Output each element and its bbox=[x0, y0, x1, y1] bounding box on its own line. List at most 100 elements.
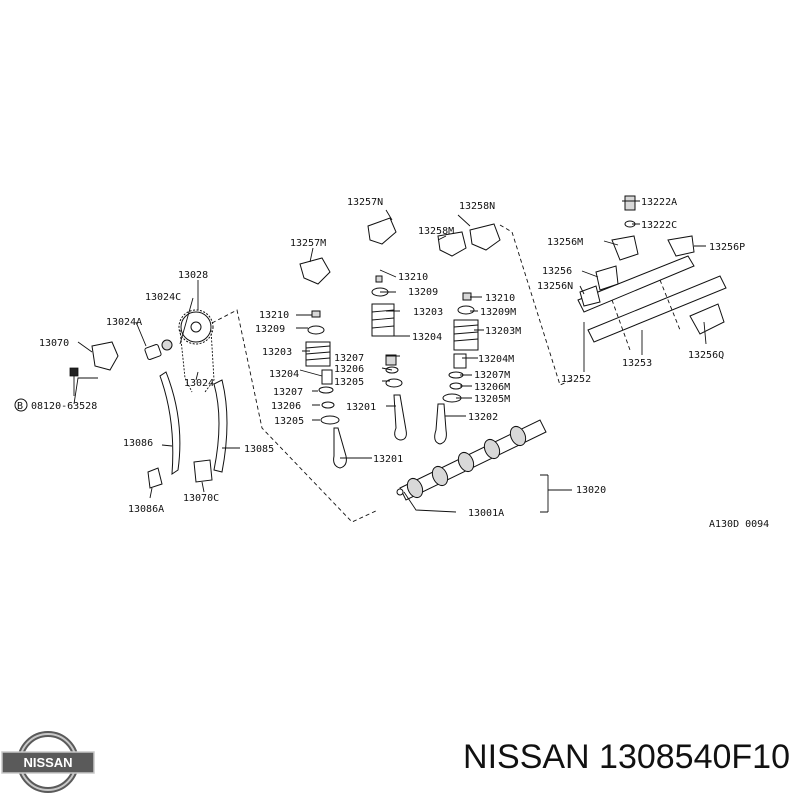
rocker-shaft-assembly bbox=[577, 195, 727, 351]
label-13203-center: 13203 bbox=[413, 307, 443, 318]
label-13210-center: 13210 bbox=[398, 272, 428, 283]
label-13209m: 13209M bbox=[480, 307, 516, 318]
label-13206-center: 13206 bbox=[334, 364, 364, 375]
collet-13207 bbox=[385, 354, 397, 366]
label-13001a: 13001A bbox=[468, 508, 504, 519]
label-13201-bottom: 13201 bbox=[373, 454, 403, 465]
label-13256p: 13256P bbox=[709, 242, 745, 253]
label-13205m: 13205M bbox=[474, 394, 510, 405]
label-13209-left: 13209 bbox=[255, 324, 285, 335]
rocker-arm-13258n bbox=[469, 223, 501, 251]
label-13222a: 13222A bbox=[641, 197, 677, 208]
label-13201-center: 13201 bbox=[346, 402, 376, 413]
rocker-13256p bbox=[667, 235, 695, 257]
label-13024c: 13024C bbox=[145, 292, 181, 303]
rocker-shaft-upper bbox=[577, 255, 695, 313]
label-13258m: 13258M bbox=[418, 226, 454, 237]
timing-drive-group bbox=[69, 309, 228, 489]
tensioner-bracket bbox=[91, 341, 119, 371]
label-13257n: 13257N bbox=[347, 197, 383, 208]
leader-lines bbox=[73, 200, 707, 513]
rocker-arms bbox=[299, 217, 501, 285]
rocker-arm-13257n bbox=[367, 217, 397, 245]
label-13085: 13085 bbox=[244, 444, 274, 455]
label-13086: 13086 bbox=[123, 438, 153, 449]
part-number-caption: NISSAN 1308540F10 bbox=[463, 738, 790, 776]
valve-collet-13210 bbox=[311, 310, 321, 318]
label-13202: 13202 bbox=[468, 412, 498, 423]
label-13210-left: 13210 bbox=[259, 310, 289, 321]
label-13256m: 13256M bbox=[547, 237, 583, 248]
chain-guide-slack bbox=[159, 371, 181, 475]
bolt-marker-letter: B bbox=[17, 401, 23, 412]
label-13207-center: 13207 bbox=[334, 353, 364, 364]
guide-bolt-13086a bbox=[147, 467, 163, 489]
valve-spring-outer-13203m bbox=[453, 319, 479, 351]
label-13070c: 13070C bbox=[183, 493, 219, 504]
intake-valve-stack bbox=[305, 310, 407, 469]
rocker-13256q bbox=[689, 303, 725, 335]
label-13222c: 13222C bbox=[641, 220, 677, 231]
intake-valve-13201 bbox=[333, 427, 347, 469]
label-13209-center: 13209 bbox=[408, 287, 438, 298]
spring-retainer-13209m bbox=[457, 305, 475, 315]
label-13252: 13252 bbox=[561, 374, 591, 385]
tensioner-plug bbox=[161, 339, 173, 351]
label-13028: 13028 bbox=[178, 270, 208, 281]
label-13203m: 13203M bbox=[485, 326, 521, 337]
label-13024a: 13024A bbox=[106, 317, 142, 328]
label-13257m: 13257M bbox=[290, 238, 326, 249]
rocker-13256m bbox=[611, 235, 639, 261]
chain-tensioner-body bbox=[144, 344, 162, 360]
rocker-arm-13258m bbox=[437, 231, 467, 257]
exhaust-valve-13202 bbox=[434, 403, 447, 445]
label-13207-left: 13207 bbox=[273, 387, 303, 398]
label-13070: 13070 bbox=[39, 338, 69, 349]
rocker-13256 bbox=[595, 265, 619, 291]
bolt-marker-group: B 08120-63528 bbox=[14, 398, 97, 412]
part-labels: 13257N 13258N 13222A 13222C 13257M 13258… bbox=[14, 197, 769, 530]
valve-spring-inner-13204 bbox=[321, 369, 333, 385]
label-08120-63528: 08120-63528 bbox=[31, 401, 97, 412]
label-13210-right: 13210 bbox=[485, 293, 515, 304]
bolt-marker-circle bbox=[14, 398, 28, 412]
guide-bolt-13070c bbox=[193, 459, 213, 483]
label-13086a: 13086A bbox=[128, 504, 164, 515]
label-13204-center: 13204 bbox=[412, 332, 442, 343]
label-13206m: 13206M bbox=[474, 382, 510, 393]
label-13256q: 13256Q bbox=[688, 350, 724, 361]
valve-seal-13206 bbox=[321, 401, 335, 409]
label-13205-left: 13205 bbox=[274, 416, 304, 427]
label-13204m: 13204M bbox=[478, 354, 514, 365]
bolt-13222a bbox=[624, 195, 636, 211]
valve-washer-13205 bbox=[320, 415, 340, 425]
valve-spring-outer-13203 bbox=[305, 341, 331, 367]
nissan-logo: NISSAN bbox=[1, 731, 95, 793]
label-13205-center: 13205 bbox=[334, 377, 364, 388]
chain-guide-tension bbox=[213, 379, 228, 473]
camshaft-13001a bbox=[396, 419, 547, 501]
figure-code: A130D 0094 bbox=[709, 519, 769, 530]
spring-retainer-13209 bbox=[307, 325, 325, 335]
label-13256n: 13256N bbox=[537, 281, 573, 292]
spring-seat-13207 bbox=[318, 386, 334, 394]
dashed-boundary bbox=[211, 224, 573, 523]
label-13253: 13253 bbox=[622, 358, 652, 369]
logo-wordmark: NISSAN bbox=[23, 755, 72, 770]
valve-spring-inner-13204m bbox=[453, 353, 467, 369]
exhaust-valve-stack bbox=[371, 275, 479, 445]
label-13204-left: 13204 bbox=[269, 369, 299, 380]
label-13024: 13024 bbox=[184, 378, 214, 389]
valve-collet-13210b bbox=[462, 292, 472, 301]
rocker-shaft-13252 bbox=[587, 275, 727, 343]
label-13258n: 13258N bbox=[459, 201, 495, 212]
intake-valve-13201b bbox=[393, 394, 407, 441]
label-13020: 13020 bbox=[576, 485, 606, 496]
label-13203-left: 13203 bbox=[262, 347, 292, 358]
label-13207m: 13207M bbox=[474, 370, 510, 381]
rocker-arm-13257m bbox=[299, 257, 331, 285]
label-13206-left: 13206 bbox=[271, 401, 301, 412]
rocker-13256n bbox=[579, 285, 601, 307]
